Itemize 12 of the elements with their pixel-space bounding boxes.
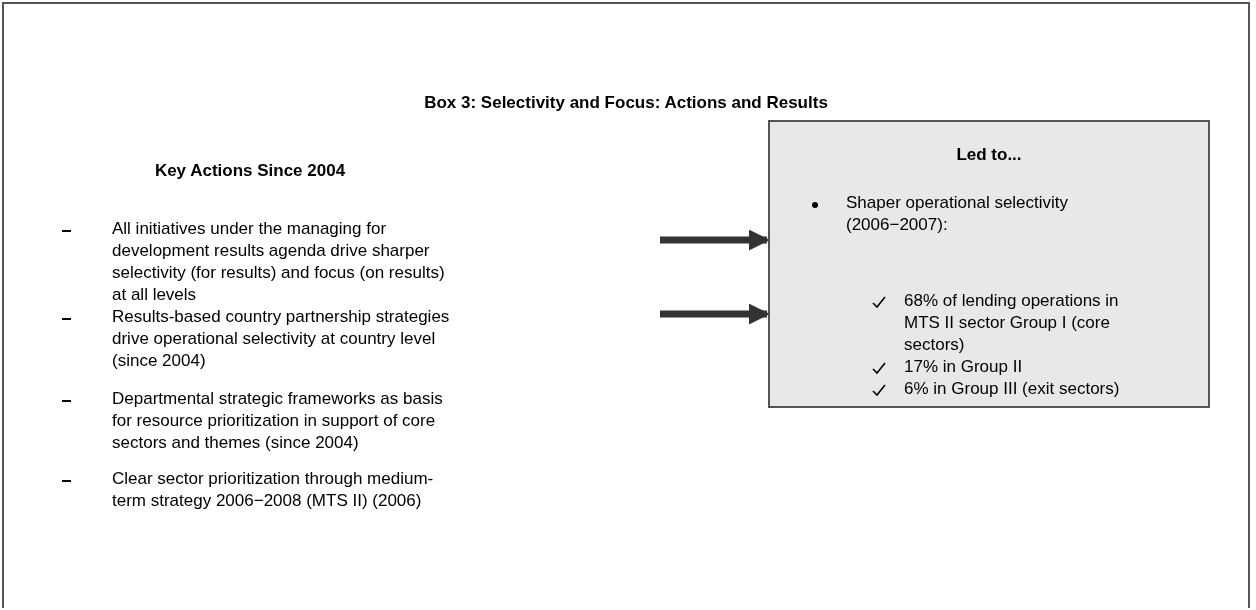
check-item-text: 68% of lending operations in MTS II sector Group I (core sectors) [904,290,1120,356]
check-item-text: 6% in Group III (exit sectors) [904,378,1121,400]
bullet-text: Shaper operational selectivity (2006−2007): [846,192,1070,236]
list-item-text: All initiatives under the managing for development results agenda drive sharper selectivity (for results) and focus (on results) at all levels [112,218,446,306]
check-item-text: 17% in Group II [904,356,1024,378]
list-item-text: Results-based country partnership strategies drive operational selectivity at country level (since 2004) [112,306,451,372]
list-item-text: Clear sector prioritization through medium-term strategy 2006−2008 (MTS II) (2006) [112,468,435,512]
box-heading: Led to... [955,144,1023,166]
box-title: Box 3: Selectivity and Focus: Actions and Results [423,92,829,114]
result-box [768,120,1210,408]
column-heading: Key Actions Since 2004 [153,160,347,182]
list-item-text: Departmental strategic frameworks as basis for resource prioritization in support of core sectors and themes (since 2004) [112,388,444,454]
